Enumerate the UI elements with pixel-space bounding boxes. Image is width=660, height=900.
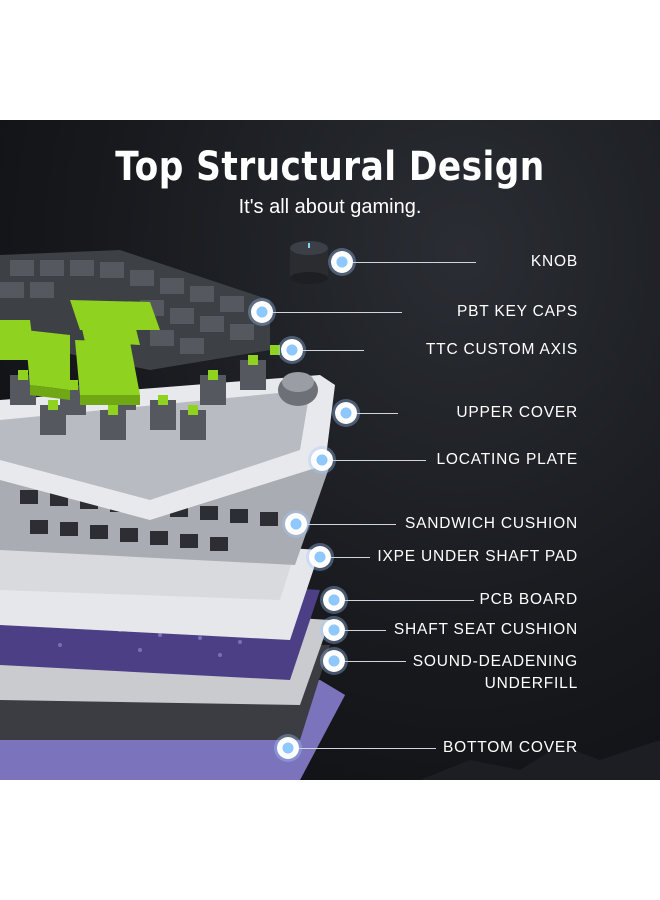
label-pbt-key-caps: PBT KEY CAPS xyxy=(456,303,578,320)
mountain-silhouette xyxy=(420,740,660,780)
page-subtitle: It's all about gaming. xyxy=(238,196,422,218)
label-sandwich-cushion: SANDWICH CUSHION xyxy=(405,515,578,532)
shaft-seat-callout-dot xyxy=(323,619,345,641)
keycaps-callout-dot xyxy=(251,301,273,323)
underfill-callout-dot xyxy=(323,650,345,672)
label-pcb-board: PCB BOARD xyxy=(479,591,578,608)
product-poster: Top Structural Design It's all about gam… xyxy=(0,120,660,780)
bottom-cover-callout-dot xyxy=(277,737,299,759)
label-bottom-cover: BOTTOM COVER xyxy=(442,739,578,756)
label-shaft-seat-cushion: SHAFT SEAT CUSHION xyxy=(393,621,578,638)
sandwich-cushion-callout-dot xyxy=(285,513,307,535)
exploded-keyboard-illustration xyxy=(0,241,660,780)
upper-cover-callout-dot xyxy=(335,402,357,424)
axis-callout-dot xyxy=(281,339,303,361)
green-keycaps xyxy=(0,300,160,395)
label-ixpe-under-shaft-pad: IXPE UNDER SHAFT PAD xyxy=(377,548,578,565)
label-ttc-custom-axis: TTC CUSTOM AXIS xyxy=(425,341,578,358)
locating-plate-callout-dot xyxy=(311,449,333,471)
label-locating-plate: LOCATING PLATE xyxy=(436,451,578,468)
page-title: Top Structural Design xyxy=(115,144,545,190)
label-upper-cover: UPPER COVER xyxy=(456,404,578,421)
ixpe-pad-callout-dot xyxy=(309,546,331,568)
pcb-callout-dot xyxy=(323,589,345,611)
knob-callout-dot xyxy=(331,251,353,273)
knob-image xyxy=(290,241,328,284)
label-knob: KNOB xyxy=(530,253,578,270)
label-sound-deadening-underfill: SOUND-DEADENING UNDERFILL xyxy=(412,653,578,692)
